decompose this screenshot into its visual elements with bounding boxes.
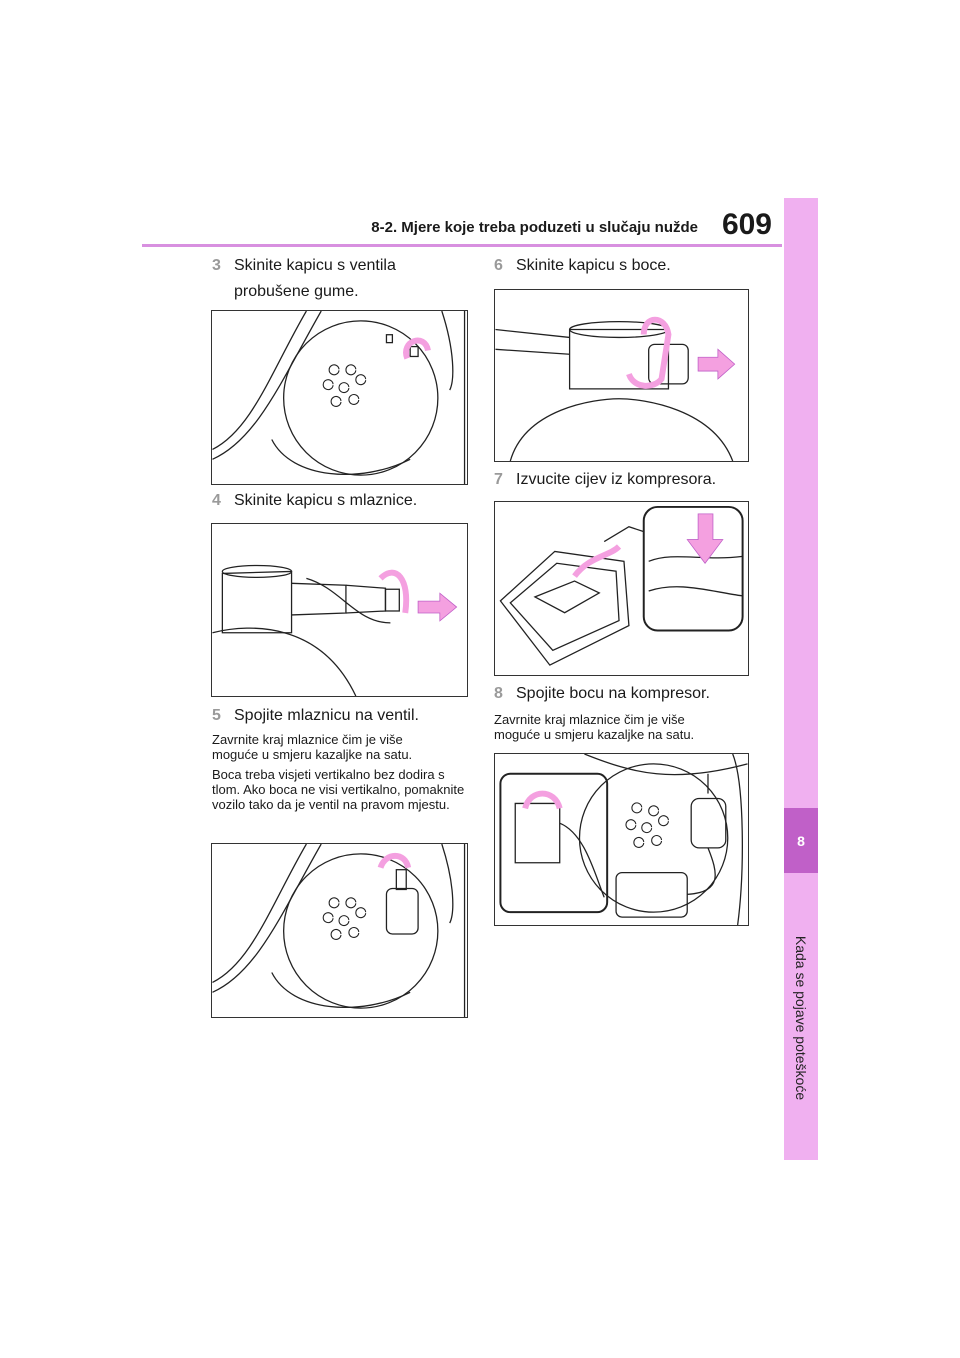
step-6: 6 Skinite kapicu s boce. bbox=[494, 253, 754, 279]
step-text: Spojite bocu na kompresor. bbox=[516, 685, 710, 702]
figure-connect-nozzle-valve bbox=[211, 843, 468, 1018]
step-7: 7 Izvucite cijev iz kompresora. bbox=[494, 467, 754, 493]
clockwise-arrow-icon bbox=[378, 569, 410, 614]
figure-connect-bottle-compressor bbox=[494, 753, 749, 926]
clockwise-arrow-icon bbox=[572, 544, 622, 579]
clockwise-arrow-icon bbox=[522, 790, 563, 810]
step-number: 8 bbox=[494, 685, 503, 702]
chapter-title: Kada se pojave poteškoće bbox=[793, 935, 809, 1101]
pull-arrow-icon bbox=[697, 348, 736, 380]
figure-remove-valve-cap bbox=[211, 310, 468, 485]
step-text: Skinite kapicu s ventila probušene gume. bbox=[234, 257, 396, 300]
clockwise-arrow-icon bbox=[377, 852, 412, 869]
step-number: 4 bbox=[212, 492, 221, 509]
step-8-note: Zavrnite kraj mlaznice čim je više moguć… bbox=[494, 712, 695, 742]
step-text: Spojite mlaznicu na ventil. bbox=[234, 707, 419, 724]
step-number: 3 bbox=[212, 257, 221, 274]
step-5-note: Zavrnite kraj mlaznice čim je više moguć… bbox=[212, 732, 413, 762]
step-text: Izvucite cijev iz kompresora. bbox=[516, 471, 717, 488]
step-8: 8 Spojite bocu na kompresor. bbox=[494, 681, 754, 707]
figure-remove-bottle-cap bbox=[494, 289, 749, 462]
page-number: 609 bbox=[721, 208, 772, 241]
figure-pull-hose-compressor bbox=[494, 501, 749, 676]
step-text: Skinite kapicu s mlaznice. bbox=[234, 492, 418, 509]
chapter-side-tab bbox=[784, 198, 818, 1160]
clockwise-arrow-icon bbox=[403, 337, 431, 360]
section-title: 8-2. Mjere koje treba poduzeti u slučaju… bbox=[371, 219, 698, 236]
step-5: 5 Spojite mlaznicu na ventil. bbox=[212, 703, 462, 729]
step-text: Skinite kapicu s boce. bbox=[516, 257, 671, 274]
step-4: 4 Skinite kapicu s mlaznice. bbox=[212, 488, 462, 514]
figure-remove-nozzle-cap bbox=[211, 523, 468, 697]
header-divider bbox=[142, 244, 782, 247]
step-number: 7 bbox=[494, 471, 503, 488]
pull-arrow-icon bbox=[417, 592, 458, 622]
step-number: 5 bbox=[212, 707, 221, 724]
step-3: 3 Skinite kapicu s ventila probušene gum… bbox=[212, 253, 442, 305]
clockwise-arrow-icon bbox=[626, 316, 672, 389]
step-5-note: Boca treba visjeti vertikalno bez dodira… bbox=[212, 767, 465, 812]
press-arrow-icon bbox=[686, 513, 724, 564]
chapter-number-badge: 8 bbox=[784, 808, 818, 873]
step-number: 6 bbox=[494, 257, 503, 274]
